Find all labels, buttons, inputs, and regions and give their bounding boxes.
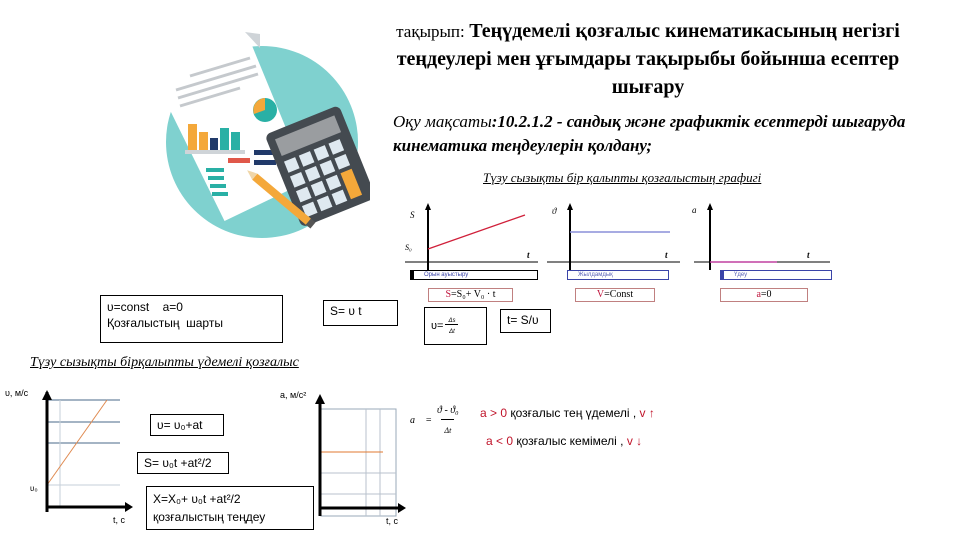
formula-distance-uniform: S=S₀+ V₀ · t	[428, 288, 513, 302]
acceleration-graph-plot: a t	[692, 203, 830, 270]
acceleration-time-graph: a, м/с² t, с	[270, 380, 410, 530]
illustration	[150, 20, 375, 240]
position-equation-box: X=X₀+ υ₀t +at²/2 қозғалыстың теңдеу	[146, 486, 314, 530]
position-equation: X=X₀+ υ₀t +at²/2	[153, 492, 241, 506]
axis-t: t	[665, 250, 668, 260]
page-title: тақырып: Теңүдемелі қозғалыс кинематикас…	[378, 18, 918, 102]
velocity-equation-box: υ= υ₀+at	[150, 414, 224, 436]
velocity-time-graph: υ, м/с υ₀ t, с	[0, 380, 140, 530]
formula-velocity-uniform: V=Const	[575, 288, 655, 302]
velocity-formula-box: υ= Δs Δt	[424, 307, 487, 345]
caption-acceleration: Үдеу	[720, 270, 832, 280]
velocity-graph-plot: ϑ t	[547, 203, 680, 270]
time-formula-box: t= S/υ	[500, 309, 551, 333]
acceleration-definition: a⃗ = ϑ - ϑ₀ Δt	[410, 405, 459, 435]
conditions-line1: υ=const a=0	[107, 300, 183, 314]
condition-accelerating: a > 0 қозғалыс тең үдемелі , v ↑	[480, 406, 655, 420]
title-text: Теңүдемелі қозғалыс кинематикасының негі…	[396, 20, 900, 98]
velocity-time-plot: υ, м/с υ₀ t, с	[5, 388, 133, 525]
uniform-motion-heading: Түзу сызықты бір қалыпты қозғалыстың гра…	[483, 170, 762, 185]
distance-equation-box: S= υ₀t +at²/2	[137, 452, 229, 474]
accelerated-motion-heading: Түзу сызықты бірқалыпты үдемелі қозғалыс	[30, 355, 299, 370]
axis-s0: S₀	[405, 243, 412, 252]
title-prefix: тақырып:	[396, 22, 465, 41]
distance-formula-box: S= υ t	[323, 300, 398, 326]
learning-goal: Оқу мақсаты:10.2.1.2 - сандық және графи…	[393, 110, 923, 158]
condition-decelerating: a < 0 қозғалыс кемімелі , v ↓	[486, 434, 643, 448]
caption-distance: Орын ауыстыру	[410, 270, 538, 280]
acceleration-time-plot: a, м/с² t, с	[280, 390, 406, 526]
caption-velocity: Жылдамдық	[567, 270, 669, 280]
axis-t: t, с	[386, 516, 399, 526]
graph-distance: S S₀ t Орын ауыстыру S=S₀+ V₀ · t	[400, 200, 540, 302]
distance-graph-plot: S S₀ t	[405, 203, 538, 270]
axis-t: t, с	[113, 515, 126, 525]
axis-s: S	[410, 210, 415, 220]
calculator-document-icon	[165, 32, 375, 238]
goal-label: Оқу мақсаты	[393, 112, 492, 131]
graph-acceleration: a t Үдеу a=0	[682, 200, 832, 302]
graph-velocity: ϑ t Жылдамдық V=Const	[545, 200, 685, 302]
axis-t: t	[527, 250, 530, 260]
axis-v0: υ₀	[30, 484, 38, 493]
axis-t: t	[807, 250, 810, 260]
goal-text: :10.2.1.2 - сандық және графиктік есепте…	[393, 112, 906, 155]
axis-a: a	[692, 205, 697, 215]
formula-acceleration-uniform: a=0	[720, 288, 808, 302]
position-equation-label: қозғалыстың теңдеу	[153, 510, 266, 524]
motion-conditions-box: υ=const a=0 Қозғалыстың шарты	[100, 295, 283, 343]
axis-v: υ, м/с	[5, 388, 29, 398]
axis-v: ϑ	[552, 206, 557, 216]
axis-a: a, м/с²	[280, 390, 306, 400]
conditions-line2: Қозғалыстың шарты	[107, 316, 223, 330]
